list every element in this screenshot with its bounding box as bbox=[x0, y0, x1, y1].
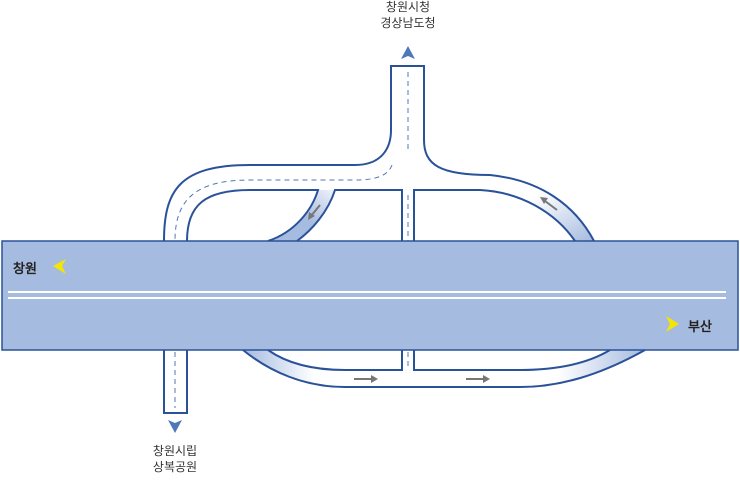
flow-arrow-icon bbox=[466, 375, 490, 383]
north-destination-label: 창원시청 경상남도청 bbox=[360, 0, 456, 31]
south-exit-arrow-icon bbox=[168, 420, 182, 433]
east-direction-label: 부산 bbox=[688, 316, 712, 335]
flow-arrow-icon bbox=[354, 375, 378, 383]
ramp-west-on bbox=[268, 190, 335, 241]
south-destination-line1: 창원시립 bbox=[127, 443, 223, 459]
north-destination-line1: 창원시청 bbox=[360, 0, 456, 15]
ramp-east-off bbox=[480, 175, 594, 241]
north-exit-arrow-icon bbox=[401, 46, 415, 59]
west-ramp-centerline bbox=[175, 165, 392, 241]
west-direction-label: 창원 bbox=[13, 258, 37, 277]
north-destination-line2: 경상남도청 bbox=[360, 15, 456, 31]
highway bbox=[2, 241, 738, 350]
south-destination-label: 창원시립 상복공원 bbox=[127, 443, 223, 475]
south-destination-line2: 상복공원 bbox=[127, 459, 223, 475]
north-road-left-edge bbox=[164, 66, 594, 241]
